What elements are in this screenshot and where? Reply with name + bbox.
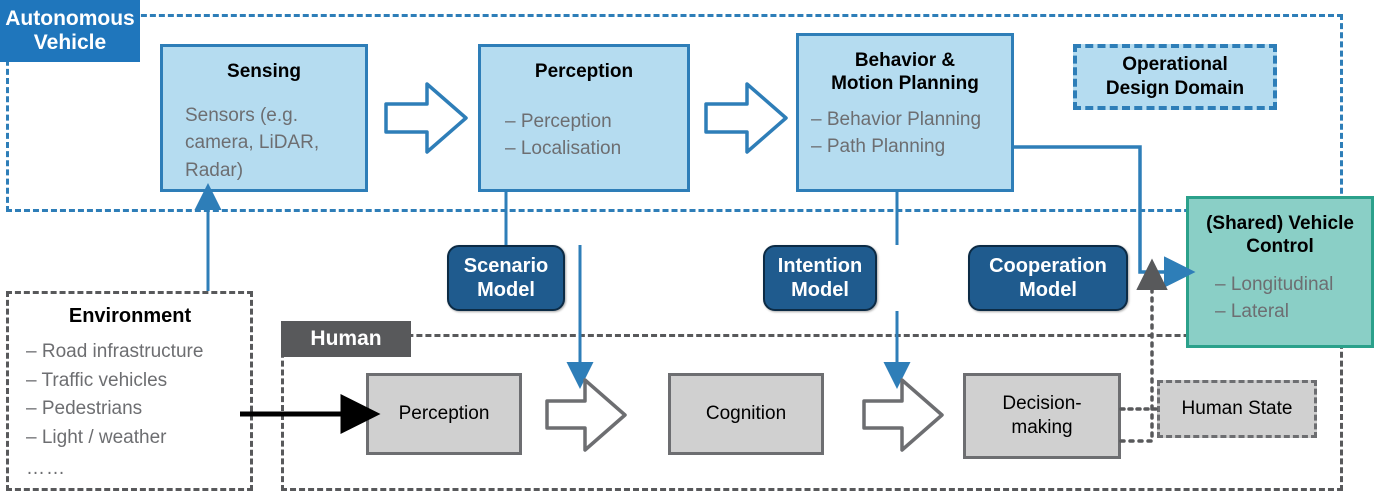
sensing-body: Sensors (e.g. camera, LiDAR, Radar) xyxy=(163,102,365,185)
human-decision-making-box[interactable]: Decision- making xyxy=(963,373,1121,459)
scenario-model-pill[interactable]: Scenario Model xyxy=(447,245,565,311)
vehicle-control-title-line1: (Shared) Vehicle xyxy=(1206,213,1354,234)
environment-item-3: – Light / weather xyxy=(26,426,167,448)
vehicle-control-line-2: – Lateral xyxy=(1215,301,1289,323)
human-label-text: Human xyxy=(310,326,382,350)
environment-ellipsis: …… xyxy=(26,458,66,479)
sensing-title: Sensing xyxy=(227,61,301,82)
intention-model-line2: Model xyxy=(791,279,849,301)
vehicle-control-body: – Longitudinal – Lateral xyxy=(1189,271,1371,326)
vehicle-control-title: (Shared) Vehicle Control xyxy=(1206,213,1354,259)
behavior-title-line2: Motion Planning xyxy=(831,72,979,94)
human-decision-line1: Decision- xyxy=(1002,393,1082,415)
environment-box: Environment – Road infrastructure – Traf… xyxy=(14,305,246,483)
cooperation-model-pill[interactable]: Cooperation Model xyxy=(968,245,1128,311)
intention-model-pill[interactable]: Intention Model xyxy=(763,245,877,311)
operational-design-domain-box[interactable]: Operational Design Domain xyxy=(1073,44,1277,110)
sensing-line-2: camera, LiDAR, xyxy=(185,132,320,154)
sensing-line-3: Radar) xyxy=(185,159,244,181)
behavior-title-line1: Behavior & xyxy=(854,50,956,71)
sensing-box[interactable]: Sensing Sensors (e.g. camera, LiDAR, Rad… xyxy=(160,44,368,192)
odd-line1: Operational xyxy=(1122,54,1228,76)
human-state-label: Human State xyxy=(1181,398,1293,419)
perception-body: – Perception – Localisation xyxy=(481,108,687,163)
autonomous-vehicle-label: Autonomous Vehicle xyxy=(0,0,140,62)
behavior-line-1: – Behavior Planning xyxy=(811,108,982,130)
av-label-line2: Vehicle xyxy=(33,31,107,54)
human-cognition-label: Cognition xyxy=(705,403,787,425)
odd-line2: Design Domain xyxy=(1105,78,1245,99)
behavior-body: – Behavior Planning – Path Planning xyxy=(799,106,1011,161)
behavior-line-2: – Path Planning xyxy=(811,136,946,158)
environment-boundary xyxy=(6,291,253,491)
behavior-motion-planning-box[interactable]: Behavior & Motion Planning – Behavior Pl… xyxy=(796,33,1014,192)
autonomous-vehicle-boundary xyxy=(6,14,1343,212)
environment-item-1: – Traffic vehicles xyxy=(26,369,168,391)
vehicle-control-line-1: – Longitudinal xyxy=(1215,273,1334,295)
sensing-line-1: Sensors (e.g. xyxy=(185,104,298,126)
perception-line-1: – Perception xyxy=(505,110,612,132)
human-state-box[interactable]: Human State xyxy=(1157,380,1317,438)
behavior-title: Behavior & Motion Planning xyxy=(831,50,979,96)
human-cognition-box[interactable]: Cognition xyxy=(668,373,824,455)
shared-vehicle-control-box[interactable]: (Shared) Vehicle Control – Longitudinal … xyxy=(1186,196,1374,348)
intention-model-line1: Intention xyxy=(777,255,863,277)
perception-title: Perception xyxy=(534,61,634,82)
human-label: Human xyxy=(281,321,411,357)
human-perception-box[interactable]: Perception xyxy=(366,373,522,455)
av-label-line1: Autonomous xyxy=(5,6,135,30)
environment-item-0: – Road infrastructure xyxy=(26,341,204,362)
cooperation-model-line1: Cooperation xyxy=(989,255,1107,277)
vehicle-control-title-line2: Control xyxy=(1246,235,1314,257)
environment-list: – Road infrastructure – Traffic vehicles… xyxy=(14,338,246,452)
perception-box[interactable]: Perception – Perception – Localisation xyxy=(478,44,690,192)
environment-title: Environment xyxy=(68,305,192,327)
scenario-model-line2: Model xyxy=(477,279,535,301)
perception-line-2: – Localisation xyxy=(505,138,622,160)
human-decision-line2: making xyxy=(1011,417,1073,438)
environment-item-2: – Pedestrians xyxy=(26,398,143,419)
human-perception-label: Perception xyxy=(398,403,490,425)
cooperation-model-line2: Model xyxy=(1019,279,1077,301)
scenario-model-line1: Scenario xyxy=(463,255,549,277)
